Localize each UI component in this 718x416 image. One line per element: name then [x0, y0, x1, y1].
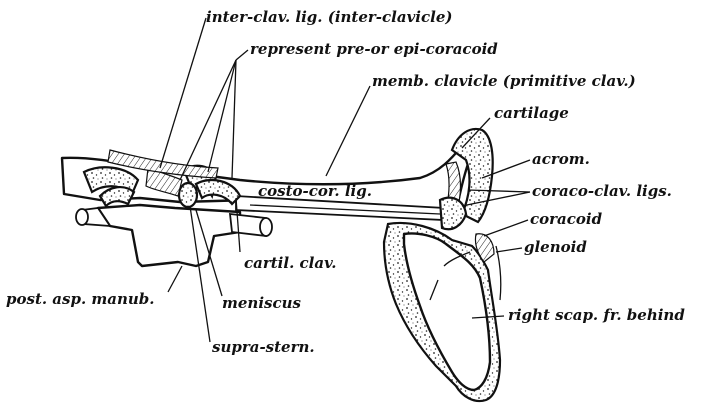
label-coraco-clav-ligs: coraco-clav. ligs. — [532, 182, 672, 200]
label-right-scap-fr-behind: right scap. fr. behind — [508, 306, 685, 324]
label-supra-stern: supra-stern. — [212, 338, 315, 356]
label-post-asp-manub: post. asp. manub. — [6, 290, 155, 308]
label-coracoid: coracoid — [530, 210, 603, 228]
label-inter-clav-lig: inter-clav. lig. (inter-clavicle) — [206, 8, 452, 26]
label-glenoid: glenoid — [524, 238, 587, 256]
label-costo-cor-lig: costo-cor. lig. — [258, 182, 372, 200]
label-meniscus: meniscus — [222, 294, 302, 312]
label-represent-pre-epi-coracoid: represent pre-or epi-coracoid — [250, 40, 498, 58]
label-cartil-clav: cartil. clav. — [244, 254, 337, 272]
scapula — [384, 223, 501, 401]
label-memb-clavicle: memb. clavicle (primitive clav.) — [372, 72, 636, 90]
manubrium — [76, 205, 272, 266]
label-cartilage: cartilage — [494, 104, 569, 122]
label-acrom: acrom. — [532, 150, 590, 168]
